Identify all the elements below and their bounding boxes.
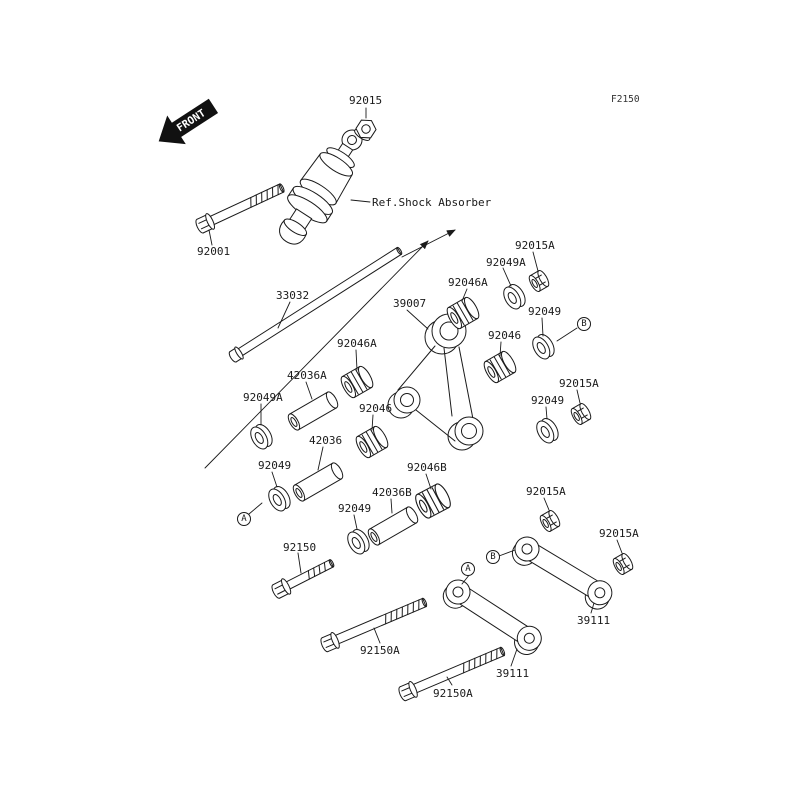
part-label-92046a: 92046A	[337, 337, 377, 350]
part-label-92049: 92049	[258, 459, 292, 472]
axis-arrows	[204, 229, 456, 469]
nut-92015-drawing	[354, 119, 377, 141]
part-label-92015: 92015	[349, 94, 383, 107]
part-label-42036a: 42036A	[287, 369, 327, 382]
part-label-92049a: 92049A	[243, 391, 283, 404]
tie-rod-39111-drawing	[438, 532, 617, 660]
sleeve-42036-drawing	[290, 460, 346, 504]
part-label-92049: 92049	[531, 394, 565, 407]
part-label-92049a: 92049A	[486, 256, 526, 269]
part-label-92049: 92049	[528, 305, 562, 318]
part-label-92049: 92049	[338, 502, 372, 515]
part-label-39007: 39007	[393, 297, 427, 310]
part-label-33032: 33032	[276, 289, 310, 302]
part-label-39111: 39111	[496, 667, 530, 680]
part-label-92046a: 92046A	[448, 276, 488, 289]
ref-marker-a: A	[461, 562, 475, 576]
bolt-92001-drawing	[193, 183, 285, 236]
front-arrow: FRONT	[158, 98, 219, 145]
sleeve-42036a-drawing	[285, 389, 341, 433]
ref-marker-b: B	[486, 550, 500, 564]
page-code: F2150	[611, 94, 640, 105]
shock-absorber-drawing	[279, 129, 363, 245]
part-label-92015a: 92015A	[526, 485, 566, 498]
part-label-92015a: 92015A	[599, 527, 639, 540]
part-label-92150: 92150	[283, 541, 317, 554]
part-label-92015a: 92015A	[559, 377, 599, 390]
rod-33032-drawing	[228, 246, 403, 363]
bearing-92046b-drawing	[412, 481, 454, 521]
reference-note: Ref.Shock Absorber	[372, 196, 492, 209]
part-label-92046: 92046	[359, 402, 393, 415]
part-label-42036: 42036	[309, 434, 343, 447]
part-label-92046b: 92046B	[407, 461, 447, 474]
part-label-92150a: 92150A	[433, 687, 473, 700]
part-label-92046: 92046	[488, 329, 522, 342]
part-label-92001: 92001	[197, 245, 231, 258]
part-label-42036b: 42036B	[372, 486, 412, 499]
bolt-92150-drawing	[269, 559, 335, 601]
ref-marker-a: A	[237, 512, 251, 526]
part-label-92015a: 92015A	[515, 239, 555, 252]
part-label-39111: 39111	[577, 614, 611, 627]
sleeve-42036b-drawing	[365, 504, 421, 548]
rocker-arm-39007-drawing	[387, 313, 484, 451]
bolt-92150a-drawing	[318, 597, 506, 704]
part-label-92150a: 92150A	[360, 644, 400, 657]
ref-marker-b: B	[577, 317, 591, 331]
